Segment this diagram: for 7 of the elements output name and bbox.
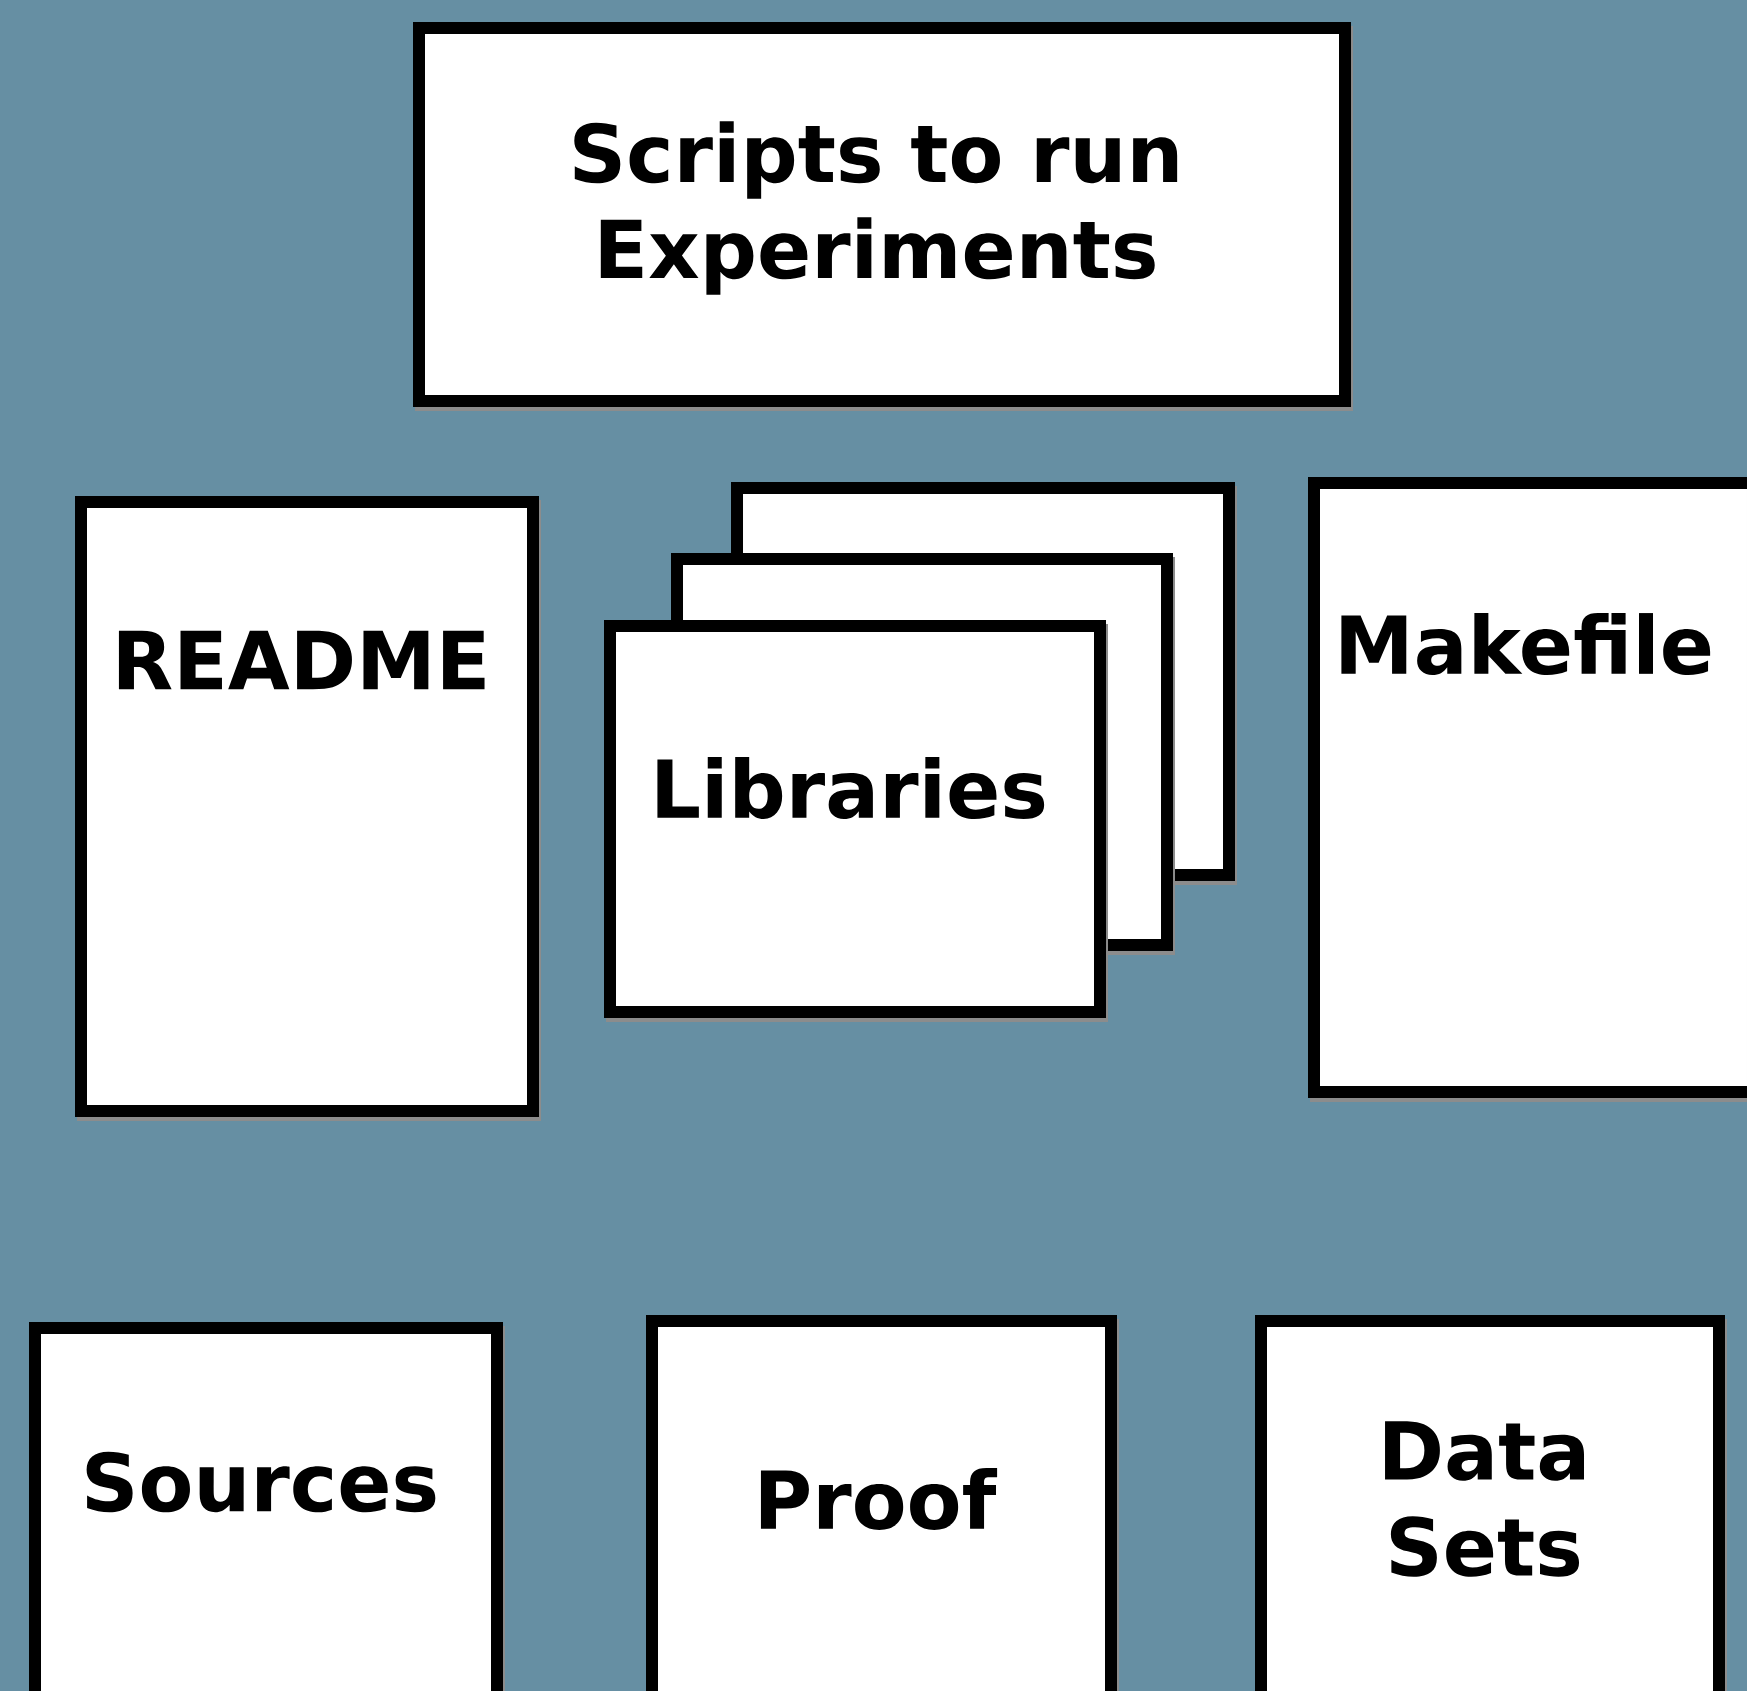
file-box: Sources [29, 1322, 505, 1691]
file-box: Data Sets [1255, 1315, 1727, 1691]
file-box: README [75, 496, 541, 1121]
file-box: Makefile [1308, 477, 1747, 1102]
file-box: Scripts to run Experiments [413, 22, 1353, 411]
file-box: Libraries [604, 620, 1108, 1022]
file-box: Proof [646, 1315, 1119, 1691]
